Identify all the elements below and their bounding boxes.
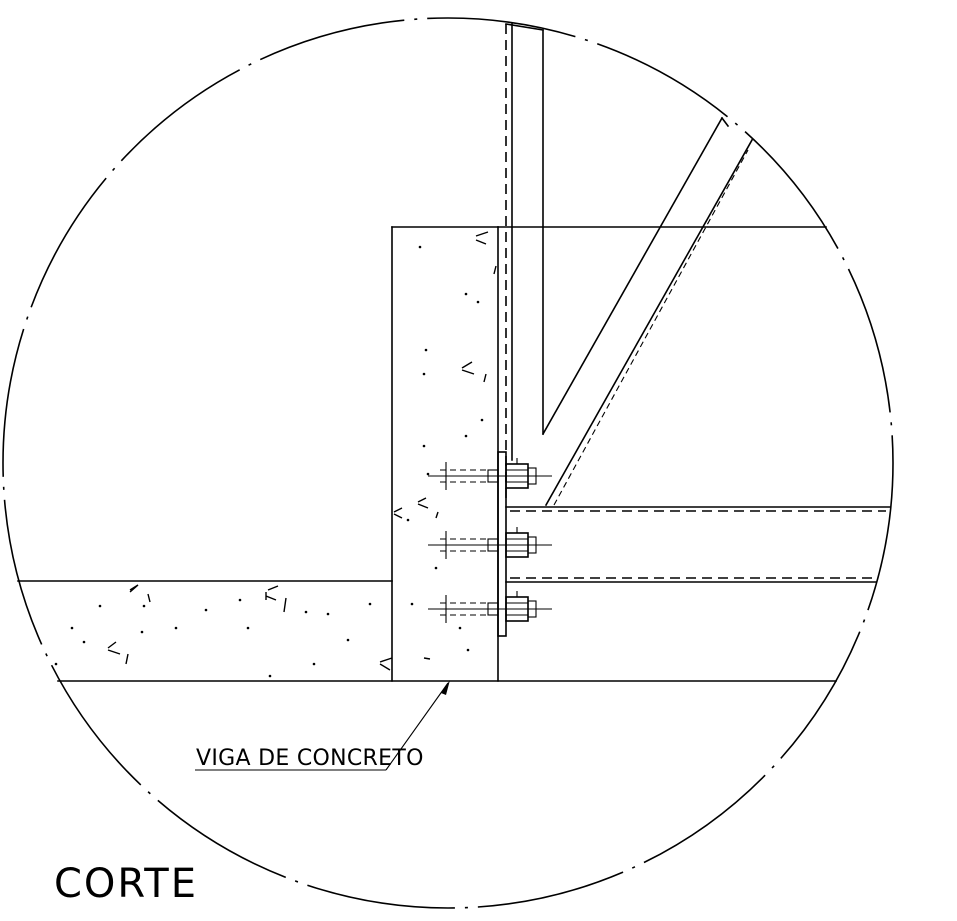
concrete-beam: [17, 226, 837, 682]
concrete-hatch: [107, 231, 497, 671]
diagonal-brace: [541, 116, 754, 507]
detail-circle: [2, 17, 894, 909]
anchor-bolt-2: [428, 527, 552, 559]
steel-column: [497, 23, 827, 500]
concrete-dots: [54, 245, 484, 678]
section-title: CORTE: [54, 861, 198, 907]
callout-leader: [195, 680, 450, 771]
base-plate: [497, 451, 507, 637]
steel-beam: [505, 506, 891, 583]
anchor-bolt-3: [428, 591, 552, 623]
callout-label: VIGA DE CONCRETO: [196, 746, 424, 771]
anchor-bolt-1: [428, 458, 552, 490]
